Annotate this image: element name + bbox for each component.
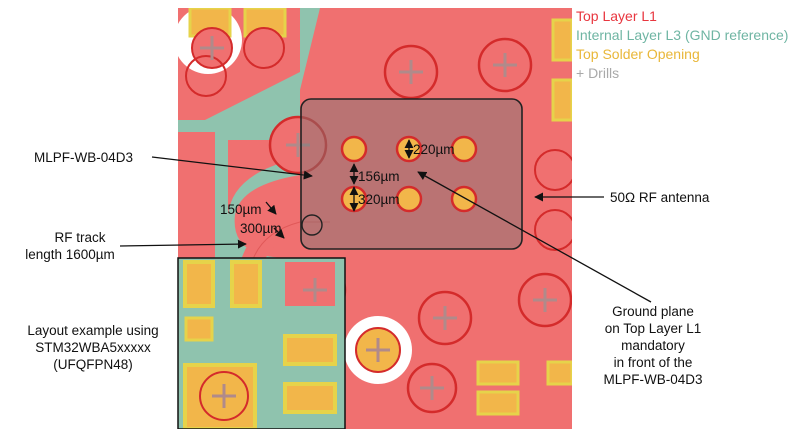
callout-ground-line1: Ground plane [612,304,694,319]
legend-top-layer: Top Layer L1 [576,8,657,24]
callout-antenna: 50Ω RF antenna [610,190,710,205]
pad [546,360,572,386]
pad [476,390,520,416]
callout-ground-line3: mandatory [621,338,685,353]
drill [243,27,285,69]
via [534,149,572,191]
pad [476,360,520,386]
dim-pitch: 220µm [413,142,455,157]
qfn-highlight-box [177,257,346,429]
callout-rf-track-line1: RF track [54,230,105,245]
callout-mlpf: MLPF-WB-04D3 [34,150,133,165]
mlpf-body [300,98,523,250]
drill [185,55,227,97]
via [534,209,572,251]
dim-ball: 320µm [358,192,400,207]
legend-internal-layer: Internal Layer L3 (GND reference) [576,27,788,43]
callout-layout-line2: STM32WBA5xxxxx [35,340,151,355]
qfn-package-corner [178,258,345,429]
dim-clearance: 300µm [240,221,282,236]
legend-solder-opening: Top Solder Opening [576,46,700,62]
drill-crosses [200,36,557,408]
callout-ground-line5: MLPF-WB-04D3 [603,372,702,387]
callout-rf-track-line2: length 1600µm [25,247,115,262]
callout-layout-line3: (UFQFPN48) [53,357,133,372]
mlpf-rf-pad-ring [301,214,323,236]
callout-ground-line2: on Top Layer L1 [605,321,702,336]
callout-ground-line4: in front of the [614,355,693,370]
dim-gap: 156µm [358,169,400,184]
pad [551,78,572,122]
callout-layout-line1: Layout example using [27,323,158,338]
legend: Top Layer L1 Internal Layer L3 (GND refe… [576,8,788,81]
legend-drills: + Drills [576,65,619,81]
pad [551,18,572,62]
dim-track-width: 150µm [220,202,262,217]
dimension-markers [265,139,414,239]
callout-leaders [119,156,652,303]
